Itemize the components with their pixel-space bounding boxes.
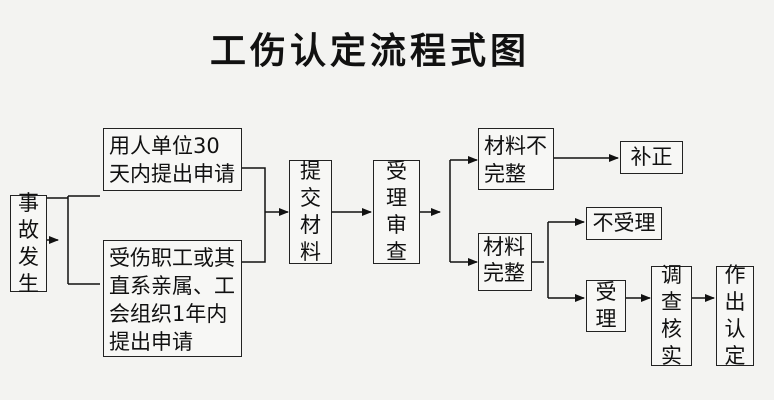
node-worker-apply-label: 受伤职工或其直系亲属、工会组织1年内提出申请 <box>109 246 235 354</box>
node-supplement: 补正 <box>620 141 683 174</box>
node-submit-materials: 提交材料 <box>289 159 332 264</box>
node-complete-label: 材料完整 <box>483 235 525 285</box>
node-review-label: 受理审查 <box>386 159 407 264</box>
node-complete: 材料完整 <box>478 233 532 291</box>
node-decide-label: 作出认定 <box>724 263 746 368</box>
node-investigate: 调查核实 <box>651 263 692 368</box>
node-decide: 作出认定 <box>716 263 754 368</box>
node-accident-label: 事故发生 <box>18 190 39 296</box>
node-incomplete: 材料不完整 <box>478 128 554 190</box>
node-review: 受理审查 <box>373 159 420 264</box>
chart-title: 工伤认定流程式图 <box>209 31 530 72</box>
node-accept-label: 受理 <box>595 280 617 331</box>
node-employer-apply: 用人单位30天内提出申请 <box>103 128 242 191</box>
node-reject: 不受理 <box>586 207 662 240</box>
node-supplement-label: 补正 <box>630 145 673 169</box>
node-investigate-label: 调查核实 <box>661 263 682 368</box>
node-submit-materials-label: 提交材料 <box>300 159 321 264</box>
node-accept: 受理 <box>586 280 626 332</box>
node-worker-apply: 受伤职工或其直系亲属、工会组织1年内提出申请 <box>103 240 242 357</box>
node-employer-apply-label: 用人单位30天内提出申请 <box>109 134 235 186</box>
node-reject-label: 不受理 <box>592 211 656 235</box>
node-incomplete-label: 材料不完整 <box>484 134 547 186</box>
node-accident: 事故发生 <box>10 191 47 296</box>
